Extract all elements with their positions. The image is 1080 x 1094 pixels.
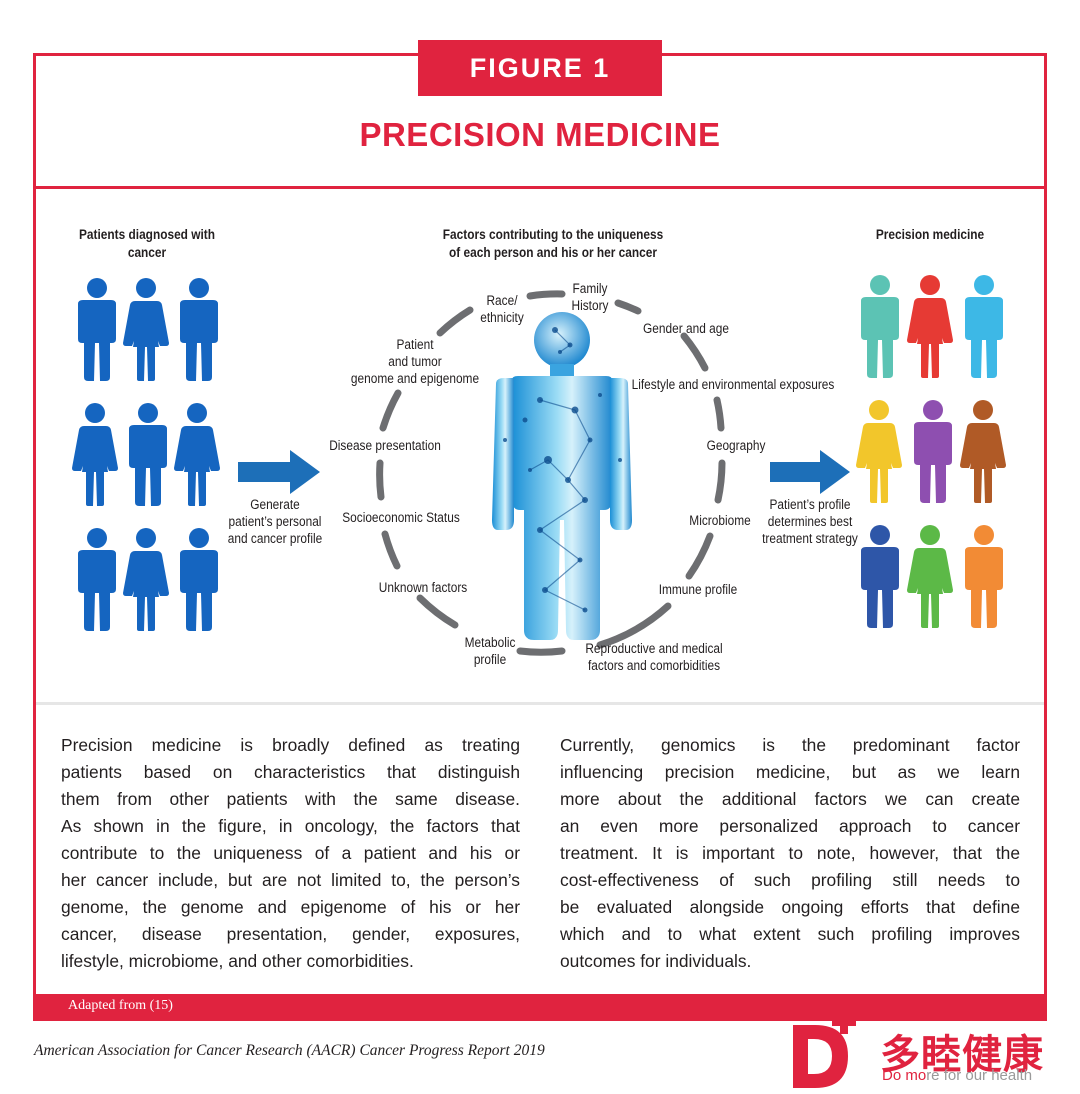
left-paragraph-lines: Precision medicine is broadly defined as… (61, 732, 520, 975)
adapted-from: Adapted from (15) (68, 998, 173, 1013)
precision-figure-1 (861, 275, 899, 378)
right-paragraph: Currently, genomics is the predominant f… (560, 732, 1020, 975)
factor-patient-genome: Patient and tumor genome and epigenome (350, 337, 480, 386)
factor-gender-age: Gender and age (643, 321, 729, 336)
paragraph-line: her cancer include, but are not limited … (61, 870, 520, 890)
precision-figure-7 (861, 525, 899, 628)
paragraph-line: cancer, disease presentation, gender, ex… (61, 924, 520, 944)
factor-reproductive: Reproductive and medical factors and com… (585, 641, 723, 673)
left-column-heading: Patients diagnosed with cancer (79, 227, 215, 260)
patient-figure-6 (174, 403, 220, 506)
patient-figure-4 (72, 403, 118, 506)
precision-figure-8 (907, 525, 953, 628)
paragraph-line: patients based on characteristics that d… (61, 762, 520, 782)
paragraph-line: genome, the genome and epigenome of his … (61, 897, 520, 917)
factor-metabolic: Metabolic profile (464, 635, 516, 667)
body-figure (492, 312, 632, 640)
patients-group (72, 278, 220, 631)
right-paragraph-lines: Currently, genomics is the predominant f… (560, 732, 1020, 975)
factor-ring (376, 290, 726, 656)
left-arrow (238, 450, 320, 494)
paragraph-line: an even more personalized approach to ca… (560, 816, 1020, 836)
paragraph-line: them from other patients with the same d… (61, 789, 520, 809)
precision-figure-4 (856, 400, 902, 503)
paragraph-line: Currently, genomics is the predominant f… (560, 735, 1020, 755)
brand-logo-mark (793, 1010, 856, 1088)
patient-figure-8 (123, 528, 169, 631)
paragraph-line: which and to what extent such profiling … (560, 924, 1020, 944)
patient-figure-1 (78, 278, 116, 381)
patient-figure-3 (180, 278, 218, 381)
precision-group (856, 275, 1006, 628)
factor-disease-presentation: Disease presentation (329, 438, 441, 453)
factor-race-ethnicity: Race/ ethnicity (480, 293, 524, 325)
factor-geography: Geography (706, 438, 766, 453)
precision-figure-2 (907, 275, 953, 378)
paragraph-line: Precision medicine is broadly defined as… (61, 735, 520, 755)
paragraph-line: cost-effectiveness of such profiling sti… (560, 870, 1020, 890)
paragraph-line: outcomes for individuals. (560, 951, 752, 971)
factor-microbiome: Microbiome (689, 513, 751, 528)
figure-label: FIGURE 1 (469, 52, 611, 83)
left-arrow-label: Generate patient’s personal and cancer p… (227, 497, 323, 546)
patient-figure-5 (129, 403, 167, 506)
patient-figure-2 (123, 278, 169, 381)
factor-socioeconomic: Socioeconomic Status (342, 510, 460, 525)
brand-logo-cn: 多睦健康 (880, 1033, 1044, 1077)
precision-figure-6 (960, 400, 1006, 503)
paragraph-line: influencing precision medicine, but as w… (560, 762, 1020, 782)
footer-bar (33, 994, 1047, 1021)
factor-unknown: Unknown factors (378, 580, 468, 595)
precision-figure-3 (965, 275, 1003, 378)
precision-figure-9 (965, 525, 1003, 628)
patient-figure-7 (78, 528, 116, 631)
paragraph-line: treatment. It is important to note, howe… (560, 843, 1020, 863)
figure-title: PRECISION MEDICINE (359, 116, 721, 153)
precision-figure-5 (914, 400, 952, 503)
paragraph-line: more about the additional factors we can… (560, 789, 1020, 809)
paragraph-line: As shown in the figure, in oncology, the… (61, 816, 520, 836)
body-divider (36, 702, 1044, 705)
factor-lifestyle: Lifestyle and environmental exposures (631, 377, 835, 392)
source-citation: American Association for Cancer Research… (34, 1042, 545, 1059)
center-column-heading: Factors contributing to the uniqueness o… (442, 227, 664, 260)
right-arrow (770, 450, 850, 494)
brand-logo-tagline: Do more for our health (882, 1067, 1033, 1084)
patient-figure-9 (180, 528, 218, 631)
right-arrow-label: Patient’s profile determines best treatm… (762, 497, 858, 546)
paragraph-line: contribute to the uniqueness of a patien… (61, 843, 520, 863)
paragraph-line: lifestyle, microbiome, and other comorbi… (61, 951, 414, 971)
factor-immune: Immune profile (658, 582, 738, 597)
figure-label-ribbon: FIGURE 1 (418, 40, 662, 96)
left-paragraph: Precision medicine is broadly defined as… (61, 732, 520, 975)
factor-family-history: Family History (571, 281, 609, 313)
paragraph-line: be evaluated alongside ongoing efforts t… (560, 897, 1020, 917)
right-column-heading: Precision medicine (875, 227, 985, 242)
header-divider (36, 186, 1044, 189)
